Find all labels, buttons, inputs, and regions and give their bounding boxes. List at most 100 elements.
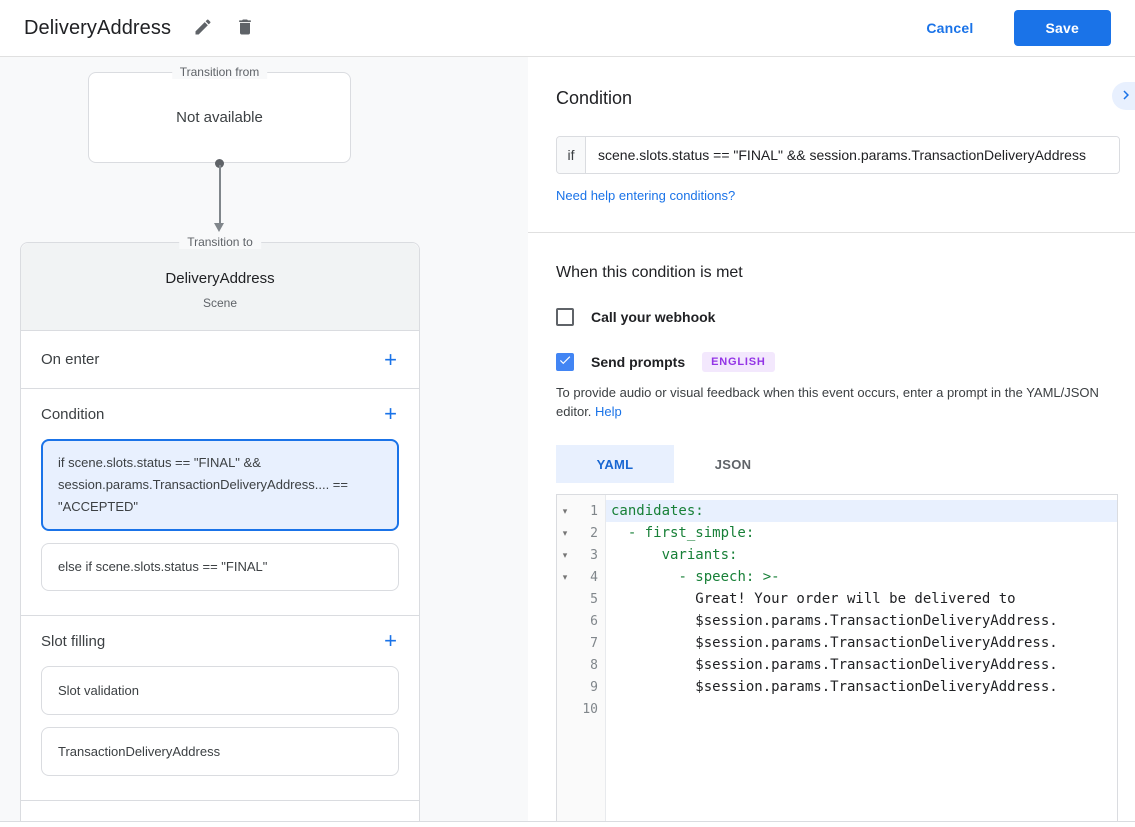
- slot-validation-card[interactable]: Slot validation: [41, 666, 399, 715]
- edit-title-button[interactable]: [193, 17, 213, 40]
- code-line[interactable]: $session.params.TransactionDeliveryAddre…: [606, 610, 1117, 632]
- webhook-row: Call your webhook: [556, 308, 1135, 326]
- gutter-row: 9: [557, 676, 605, 698]
- fold-toggle-icon[interactable]: ▾: [562, 527, 568, 538]
- fold-toggle-icon[interactable]: ▾: [562, 549, 568, 560]
- add-on-enter-button[interactable]: +: [382, 346, 399, 372]
- arrow-down-icon: [214, 223, 224, 232]
- transition-from-legend: Transition from: [171, 65, 268, 79]
- section-on-enter: On enter +: [21, 330, 419, 388]
- send-prompts-row: Send prompts ENGLISH: [556, 352, 1135, 372]
- delete-scene-button[interactable]: [235, 17, 255, 40]
- yaml-text-segment: $session.params.TransactionDeliveryAddre…: [611, 657, 1058, 673]
- line-number: 3: [590, 547, 598, 563]
- gutter-row: ▾4: [557, 566, 605, 588]
- bottom-edge-divider: [0, 821, 1135, 827]
- send-prompts-label: Send prompts: [591, 354, 686, 370]
- scene-name: DeliveryAddress: [165, 270, 275, 287]
- yaml-text-segment: $session.params.TransactionDeliveryAddre…: [611, 613, 1058, 629]
- code-line[interactable]: $session.params.TransactionDeliveryAddre…: [606, 676, 1117, 698]
- gutter-row: ▾1: [557, 500, 605, 522]
- gutter-row: 10: [557, 698, 605, 720]
- prompts-description-text: To provide audio or visual feedback when…: [556, 385, 1099, 419]
- trash-icon: [235, 17, 255, 40]
- gutter-row: 5: [557, 588, 605, 610]
- transition-from-value: Not available: [176, 109, 263, 126]
- plus-icon: +: [384, 401, 397, 426]
- yaml-text-segment: Great! Your order will be delivered to: [611, 591, 1016, 607]
- line-number: 4: [590, 569, 598, 585]
- gutter-row: ▾2: [557, 522, 605, 544]
- panel-divider: [528, 232, 1135, 233]
- editor-code-area[interactable]: candidates: - first_simple: variants: - …: [606, 495, 1117, 827]
- code-line[interactable]: candidates:: [606, 500, 1117, 522]
- pencil-icon: [193, 17, 213, 40]
- editor-format-tabs: YAML JSON: [556, 445, 1135, 483]
- plus-icon: +: [384, 346, 397, 372]
- line-number: 8: [590, 657, 598, 673]
- fold-toggle-icon[interactable]: ▾: [562, 571, 568, 582]
- condition-card[interactable]: else if scene.slots.status == "FINAL": [41, 543, 399, 591]
- code-line[interactable]: - speech: >-: [606, 566, 1117, 588]
- scene-type-label: Scene: [202, 296, 238, 310]
- code-line[interactable]: [606, 698, 1117, 720]
- condition-expression-field: if: [556, 136, 1120, 174]
- collapse-panel-button[interactable]: [1112, 82, 1135, 110]
- plus-icon: +: [384, 628, 397, 653]
- send-prompts-checkbox[interactable]: [556, 353, 574, 371]
- line-number: 10: [582, 701, 598, 717]
- code-line[interactable]: $session.params.TransactionDeliveryAddre…: [606, 654, 1117, 676]
- scene-graph-pane: Transition from Not available Transition…: [0, 57, 528, 827]
- prompts-description: To provide audio or visual feedback when…: [556, 383, 1124, 421]
- yaml-key-segment: variants:: [661, 547, 738, 563]
- yaml-text-segment: [611, 525, 628, 541]
- condition-expression-input[interactable]: [586, 137, 1119, 173]
- call-webhook-label: Call your webhook: [591, 309, 716, 325]
- transition-arrow: [214, 159, 225, 234]
- line-number: 7: [590, 635, 598, 651]
- line-number: 5: [590, 591, 598, 607]
- transition-from-node: Transition from Not available: [88, 65, 351, 163]
- add-slot-button[interactable]: +: [382, 630, 399, 652]
- section-condition: Condition + if scene.slots.status == "FI…: [21, 388, 419, 615]
- yaml-key-segment: - speech: >-: [678, 569, 780, 585]
- when-condition-met-title: When this condition is met: [556, 264, 743, 281]
- language-badge: ENGLISH: [702, 352, 775, 372]
- chevron-right-icon: [1117, 86, 1135, 107]
- checkmark-icon: [558, 353, 572, 372]
- tab-json[interactable]: JSON: [674, 445, 792, 483]
- cancel-button[interactable]: Cancel: [926, 20, 974, 36]
- tab-yaml[interactable]: YAML: [556, 445, 674, 483]
- yaml-text-segment: [611, 569, 678, 585]
- line-number: 9: [590, 679, 598, 695]
- gutter-row: 6: [557, 610, 605, 632]
- yaml-key-segment: - first_simple:: [627, 525, 755, 541]
- yaml-text-segment: [611, 547, 662, 563]
- transition-to-legend: Transition to: [179, 235, 261, 249]
- page-title: DeliveryAddress: [24, 16, 172, 39]
- gutter-row: ▾3: [557, 544, 605, 566]
- add-condition-button[interactable]: +: [382, 403, 399, 425]
- code-line[interactable]: variants:: [606, 544, 1117, 566]
- scene-card-header: DeliveryAddress Scene: [21, 243, 419, 330]
- code-line[interactable]: - first_simple:: [606, 522, 1117, 544]
- call-webhook-checkbox[interactable]: [556, 308, 574, 326]
- condition-card-selected[interactable]: if scene.slots.status == "FINAL" && sess…: [41, 439, 399, 531]
- save-button[interactable]: Save: [1013, 10, 1111, 46]
- fold-toggle-icon[interactable]: ▾: [562, 505, 568, 516]
- gutter-row: 7: [557, 632, 605, 654]
- code-line[interactable]: $session.params.TransactionDeliveryAddre…: [606, 632, 1117, 654]
- help-link[interactable]: Help: [595, 404, 622, 419]
- yaml-text-segment: $session.params.TransactionDeliveryAddre…: [611, 635, 1058, 651]
- section-slot-filling: Slot filling + Slot validation Transacti…: [21, 615, 419, 800]
- yaml-key-segment: candidates:: [611, 503, 704, 519]
- topbar: DeliveryAddress Cancel Save: [0, 0, 1135, 57]
- if-prefix-label: if: [557, 137, 586, 173]
- code-line[interactable]: Great! Your order will be delivered to: [606, 588, 1117, 610]
- slot-card[interactable]: TransactionDeliveryAddress: [41, 727, 399, 776]
- connector-line: [218, 165, 221, 224]
- conditions-help-link[interactable]: Need help entering conditions?: [556, 188, 736, 203]
